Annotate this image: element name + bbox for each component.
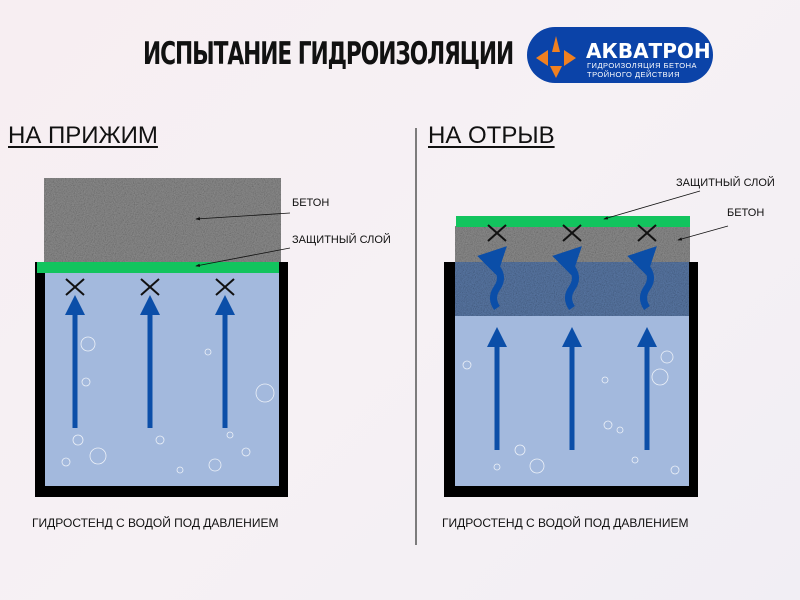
svg-text:АКВАТРОН: АКВАТРОН: [586, 39, 711, 63]
concrete-block: [44, 178, 281, 263]
left-caption: ГИДРОСТЕНД С ВОДОЙ ПОД ДАВЛЕНИЕМ: [32, 516, 279, 530]
left-stand: [35, 178, 291, 497]
left-label-concrete: БЕТОН: [292, 197, 330, 209]
logo: АКВАТРОН ГИДРОИЗОЛЯЦИЯ БЕТОНА ТРОЙНОГО Д…: [527, 27, 713, 83]
right-label-layer: ЗАЩИТНЫЙ СЛОЙ: [676, 177, 775, 189]
protective-layer: [456, 216, 690, 227]
protective-layer: [37, 262, 279, 273]
cross-marks: [487, 224, 657, 242]
right-caption: ГИДРОСТЕНД С ВОДОЙ ПОД ДАВЛЕНИЕМ: [442, 516, 689, 530]
svg-text:ГИДРОИЗОЛЯЦИЯ БЕТОНА: ГИДРОИЗОЛЯЦИЯ БЕТОНА: [587, 61, 697, 70]
water: [45, 273, 279, 486]
pressure-arrows: [65, 295, 235, 428]
cross-marks: [65, 278, 235, 296]
bubbles: [61, 336, 275, 474]
left-heading: НА ПРИЖИМ: [8, 122, 158, 149]
right-label-concrete: БЕТОН: [727, 207, 765, 219]
page-title: ИСПЫТАНИЕ ГИДРОИЗОЛЯЦИИ: [143, 36, 514, 72]
right-stand: [444, 190, 729, 497]
left-label-layer: ЗАЩИТНЫЙ СЛОЙ: [292, 234, 391, 246]
bubbles: [462, 350, 680, 475]
seepage-arrows: [477, 246, 657, 311]
stand-bottom: [444, 486, 698, 497]
stand-bottom: [35, 486, 288, 497]
svg-text:ТРОЙНОГО ДЕЙСТВИЯ: ТРОЙНОГО ДЕЙСТВИЯ: [587, 70, 680, 79]
pressure-arrows: [487, 327, 657, 450]
right-heading: НА ОТРЫВ: [428, 122, 555, 149]
